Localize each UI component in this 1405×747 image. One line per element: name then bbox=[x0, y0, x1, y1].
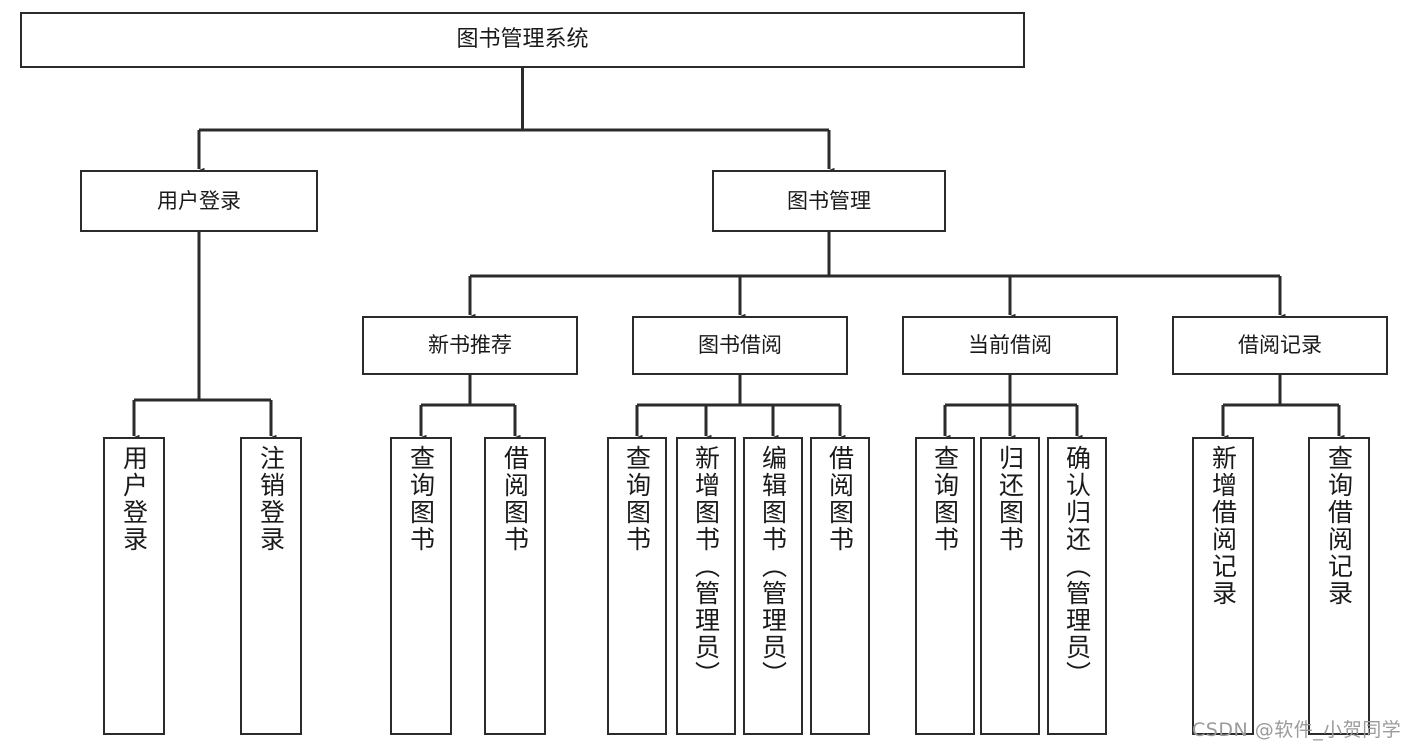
node-label-borrow-record: 借阅记录 bbox=[1238, 333, 1322, 358]
node-root[interactable]: 图书管理系统 bbox=[20, 12, 1025, 68]
node-label-leaf-borrow-book-recommend: 借阅图书 bbox=[500, 445, 530, 553]
node-label-book-management: 图书管理 bbox=[787, 188, 871, 213]
node-label-new-book-recommend: 新书推荐 bbox=[428, 333, 512, 358]
node-label-book-borrow: 图书借阅 bbox=[698, 333, 782, 358]
node-leaf-query-book-recommend[interactable]: 查询图书 bbox=[390, 437, 452, 735]
connector-paths bbox=[128, 68, 1345, 444]
node-label-leaf-logout: 注销登录 bbox=[256, 445, 286, 553]
node-leaf-query-book-current[interactable]: 查询图书 bbox=[915, 437, 975, 735]
node-label-user-login: 用户登录 bbox=[157, 188, 241, 213]
node-leaf-query-book-borrow[interactable]: 查询图书 bbox=[607, 437, 667, 735]
node-leaf-borrow-book[interactable]: 借阅图书 bbox=[810, 437, 870, 735]
node-label-leaf-borrow-book: 借阅图书 bbox=[825, 445, 855, 553]
node-borrow-record[interactable]: 借阅记录 bbox=[1172, 316, 1388, 375]
node-label-root: 图书管理系统 bbox=[456, 27, 589, 53]
node-leaf-query-borrow-record[interactable]: 查询借阅记录 bbox=[1308, 437, 1370, 735]
node-label-leaf-query-book-current: 查询图书 bbox=[930, 445, 960, 553]
node-label-leaf-user-login: 用户登录 bbox=[119, 445, 149, 553]
node-leaf-add-borrow-record[interactable]: 新增借阅记录 bbox=[1192, 437, 1254, 735]
watermark-text: CSDN @软件_小贺同学 bbox=[1192, 719, 1402, 741]
node-label-leaf-add-book-admin: 新增图书（管理员） bbox=[691, 445, 721, 688]
node-leaf-confirm-return-admin[interactable]: 确认归还（管理员） bbox=[1047, 437, 1107, 735]
node-label-leaf-query-borrow-record: 查询借阅记录 bbox=[1324, 445, 1354, 607]
node-label-leaf-query-book-borrow: 查询图书 bbox=[622, 445, 652, 553]
node-user-login[interactable]: 用户登录 bbox=[80, 170, 318, 232]
node-current-borrow[interactable]: 当前借阅 bbox=[902, 316, 1118, 375]
node-book-borrow[interactable]: 图书借阅 bbox=[632, 316, 848, 375]
node-new-book-recommend[interactable]: 新书推荐 bbox=[362, 316, 578, 375]
node-leaf-user-login[interactable]: 用户登录 bbox=[103, 437, 165, 735]
node-label-leaf-query-book-recommend: 查询图书 bbox=[406, 445, 436, 553]
node-label-leaf-confirm-return-admin: 确认归还（管理员） bbox=[1062, 445, 1092, 688]
node-label-leaf-edit-book-admin: 编辑图书（管理员） bbox=[758, 445, 788, 688]
node-leaf-add-book-admin[interactable]: 新增图书（管理员） bbox=[676, 437, 736, 735]
node-label-leaf-add-borrow-record: 新增借阅记录 bbox=[1208, 445, 1238, 607]
node-leaf-edit-book-admin[interactable]: 编辑图书（管理员） bbox=[743, 437, 803, 735]
node-book-management[interactable]: 图书管理 bbox=[712, 170, 946, 232]
node-label-current-borrow: 当前借阅 bbox=[968, 333, 1052, 358]
node-leaf-return-book[interactable]: 归还图书 bbox=[980, 437, 1040, 735]
node-leaf-logout[interactable]: 注销登录 bbox=[240, 437, 302, 735]
node-leaf-borrow-book-recommend[interactable]: 借阅图书 bbox=[484, 437, 546, 735]
node-label-leaf-return-book: 归还图书 bbox=[995, 445, 1025, 553]
